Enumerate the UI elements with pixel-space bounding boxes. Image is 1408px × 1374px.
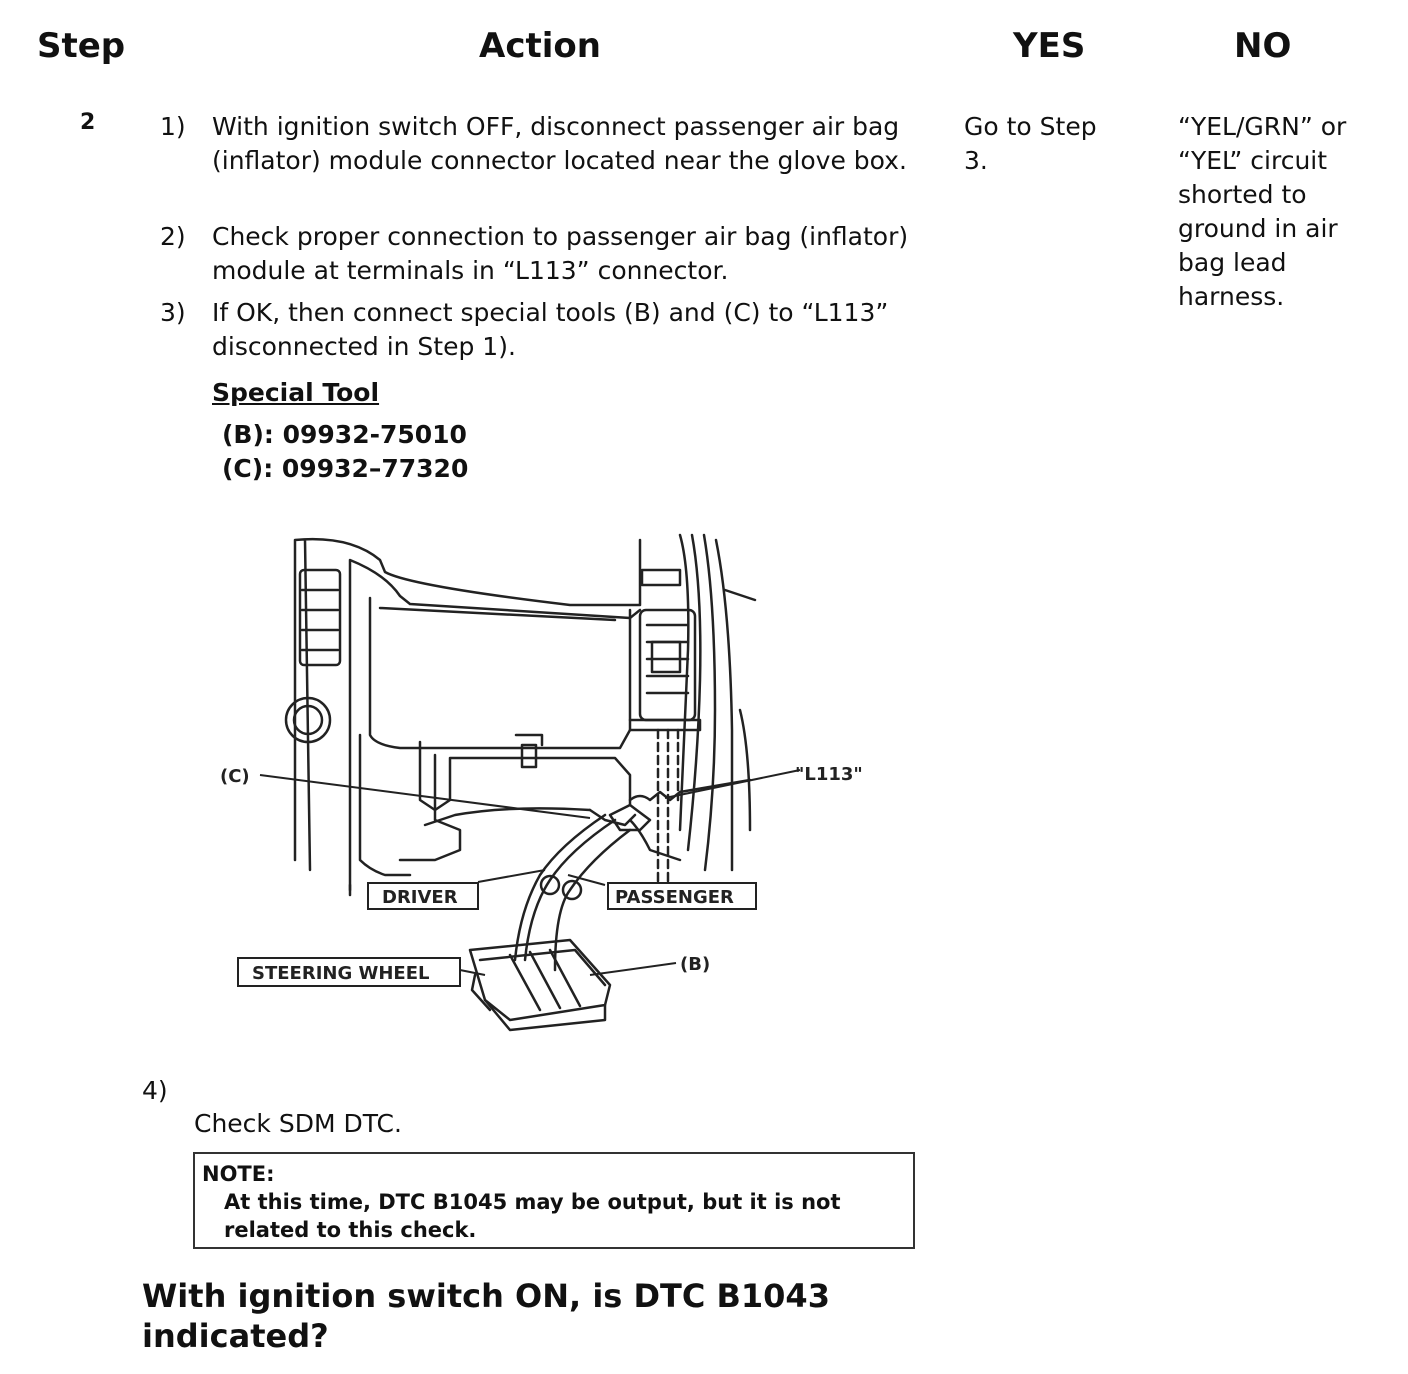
action-3-text: If OK, then connect special tools (B) an… xyxy=(212,298,889,361)
note-box: NOTE: At this time, DTC B1045 may be out… xyxy=(193,1152,915,1249)
figure-label-b: (B) xyxy=(680,954,710,975)
question: With ignition switch ON, is DTC B1043 in… xyxy=(142,1277,830,1355)
action-3-number: 3) xyxy=(160,298,186,327)
header-step: Step xyxy=(37,26,126,66)
note-text: At this time, DTC B1045 may be output, b… xyxy=(224,1190,841,1242)
figure-label-driver: DRIVER xyxy=(382,887,458,908)
special-tool-c: (C): 09932–77320 xyxy=(222,454,469,483)
header-yes: YES xyxy=(1013,26,1086,66)
action-1-number: 1) xyxy=(160,112,186,141)
header-no: NO xyxy=(1234,26,1292,66)
special-tool-title: Special Tool xyxy=(212,378,380,407)
figure-label-c: (C) xyxy=(220,766,250,787)
action-1-text: With ignition switch OFF, disconnect pas… xyxy=(212,112,907,175)
no-result: “YEL/GRN” or “YEL” circuit shorted to gr… xyxy=(1178,112,1347,311)
step-4-number: 4) xyxy=(142,1076,168,1105)
connector-illustration: (C) "L113" DRIVER PASSENGER STEERING WHE… xyxy=(220,533,863,1032)
step-4-text: Check SDM DTC. xyxy=(194,1109,402,1138)
step-number: 2 xyxy=(80,110,96,135)
header-action: Action xyxy=(479,26,601,66)
special-tool-b: (B): 09932-75010 xyxy=(222,420,467,449)
yes-result: Go to Step 3. xyxy=(964,112,1097,175)
note-label: NOTE: xyxy=(202,1162,275,1186)
action-2-text: Check proper connection to passenger air… xyxy=(212,222,909,285)
figure-label-passenger: PASSENGER xyxy=(615,887,734,908)
figure-label-steering-wheel: STEERING WHEEL xyxy=(252,963,429,984)
action-2-number: 2) xyxy=(160,222,186,251)
figure-label-l113: "L113" xyxy=(795,764,863,785)
